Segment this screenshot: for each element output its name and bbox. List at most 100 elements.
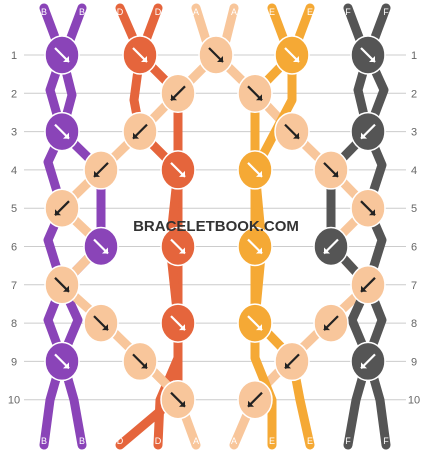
knot [44, 188, 80, 228]
knot-arrowhead [256, 247, 262, 254]
row-number-left: 2 [11, 88, 17, 100]
knot [160, 303, 196, 343]
strand-label-bottom: A [193, 436, 199, 446]
knot-arrowhead [256, 170, 262, 177]
knot [237, 73, 273, 114]
knot-arrowhead [285, 362, 291, 369]
knot [83, 150, 119, 190]
knot [274, 341, 310, 382]
strand-label-bottom: A [231, 436, 237, 446]
knot [350, 188, 386, 228]
knot [160, 226, 196, 267]
row-number-left: 1 [11, 50, 17, 62]
knot [160, 73, 196, 114]
row-number-right: 3 [411, 127, 417, 139]
knot [313, 303, 349, 343]
knot-arrowhead [55, 209, 61, 216]
row-number-left: 10 [8, 395, 20, 407]
knot-arrowhead [256, 324, 262, 331]
knot [198, 35, 234, 75]
knot-layer [44, 35, 386, 420]
knot-arrowhead [217, 56, 223, 62]
row-number-right: 2 [411, 88, 417, 100]
knot [237, 303, 273, 343]
row-number-left: 3 [11, 127, 17, 139]
strand-label-bottom: F [383, 436, 389, 446]
strand-label-top: F [383, 7, 389, 17]
strand-label-bottom: F [345, 436, 351, 446]
knot-arrowhead [361, 285, 367, 292]
knot [160, 379, 196, 420]
knot-arrowhead [361, 362, 367, 369]
row-number-left: 8 [11, 318, 17, 330]
knot-arrowhead [63, 362, 69, 369]
knot-arrowhead [102, 247, 108, 254]
knot-arrowhead [369, 56, 375, 62]
row-number-right: 7 [411, 280, 417, 292]
knot [160, 150, 196, 190]
knot [274, 35, 310, 75]
strand-label-top: B [79, 7, 85, 17]
row-number-left: 5 [11, 203, 17, 215]
knot-arrowhead [63, 285, 69, 292]
strand-label-top: E [269, 7, 275, 17]
row-number-right: 9 [411, 356, 417, 368]
knot-arrowhead [179, 324, 185, 331]
knot-arrowhead [141, 362, 147, 369]
strand-label-top: B [41, 7, 47, 17]
strand-label-bottom: D [117, 436, 124, 446]
knot-arrowhead [324, 247, 330, 254]
knot-arrowhead [179, 247, 185, 254]
knot-arrowhead [369, 209, 375, 216]
knot-arrowhead [171, 94, 177, 101]
row-number-right: 6 [411, 242, 417, 254]
knot-arrowhead [179, 170, 185, 177]
strand-label-top: F [345, 7, 351, 17]
knot [83, 303, 119, 343]
knot-arrowhead [141, 56, 147, 62]
row-number-right: 1 [411, 50, 417, 62]
row-number-left: 9 [11, 356, 17, 368]
row-number-right: 10 [408, 395, 420, 407]
strand-label-bottom: E [269, 436, 275, 446]
knot-arrowhead [293, 132, 299, 139]
knot-arrowhead [133, 132, 139, 139]
knot [237, 226, 273, 267]
strand-label-bottom: B [41, 436, 47, 446]
knot [350, 265, 386, 305]
knot-arrowhead [256, 94, 262, 101]
watermark-text: BRACELETBOOK.COM [133, 218, 299, 235]
knot-arrowhead [324, 324, 330, 331]
knot [350, 341, 386, 382]
strand-label-bottom: D [155, 436, 162, 446]
strand-label-top: A [231, 7, 237, 17]
knot [44, 35, 80, 75]
row-number-left: 7 [11, 280, 17, 292]
knot-arrowhead [293, 56, 299, 62]
strand-label-bottom: E [307, 436, 313, 446]
knot [83, 226, 119, 267]
strand-label-top: D [155, 7, 162, 17]
knot-arrowhead [361, 132, 367, 139]
knot [44, 265, 80, 305]
knot-arrowhead [179, 400, 185, 407]
strand-label-top: A [193, 7, 199, 17]
knot [350, 35, 386, 75]
knot [44, 341, 80, 382]
knot-arrowhead [63, 132, 69, 139]
knot [237, 379, 273, 420]
knot-arrowhead [63, 56, 69, 62]
knot-arrowhead [102, 324, 108, 331]
knot [44, 111, 80, 152]
knot-arrowhead [94, 170, 100, 177]
row-number-right: 4 [411, 165, 417, 177]
row-number-left: 4 [11, 165, 17, 177]
row-number-right: 5 [411, 203, 417, 215]
strand-label-top: D [117, 7, 124, 17]
knot-arrowhead [248, 400, 254, 407]
knot [313, 226, 349, 267]
row-number-right: 8 [411, 318, 417, 330]
